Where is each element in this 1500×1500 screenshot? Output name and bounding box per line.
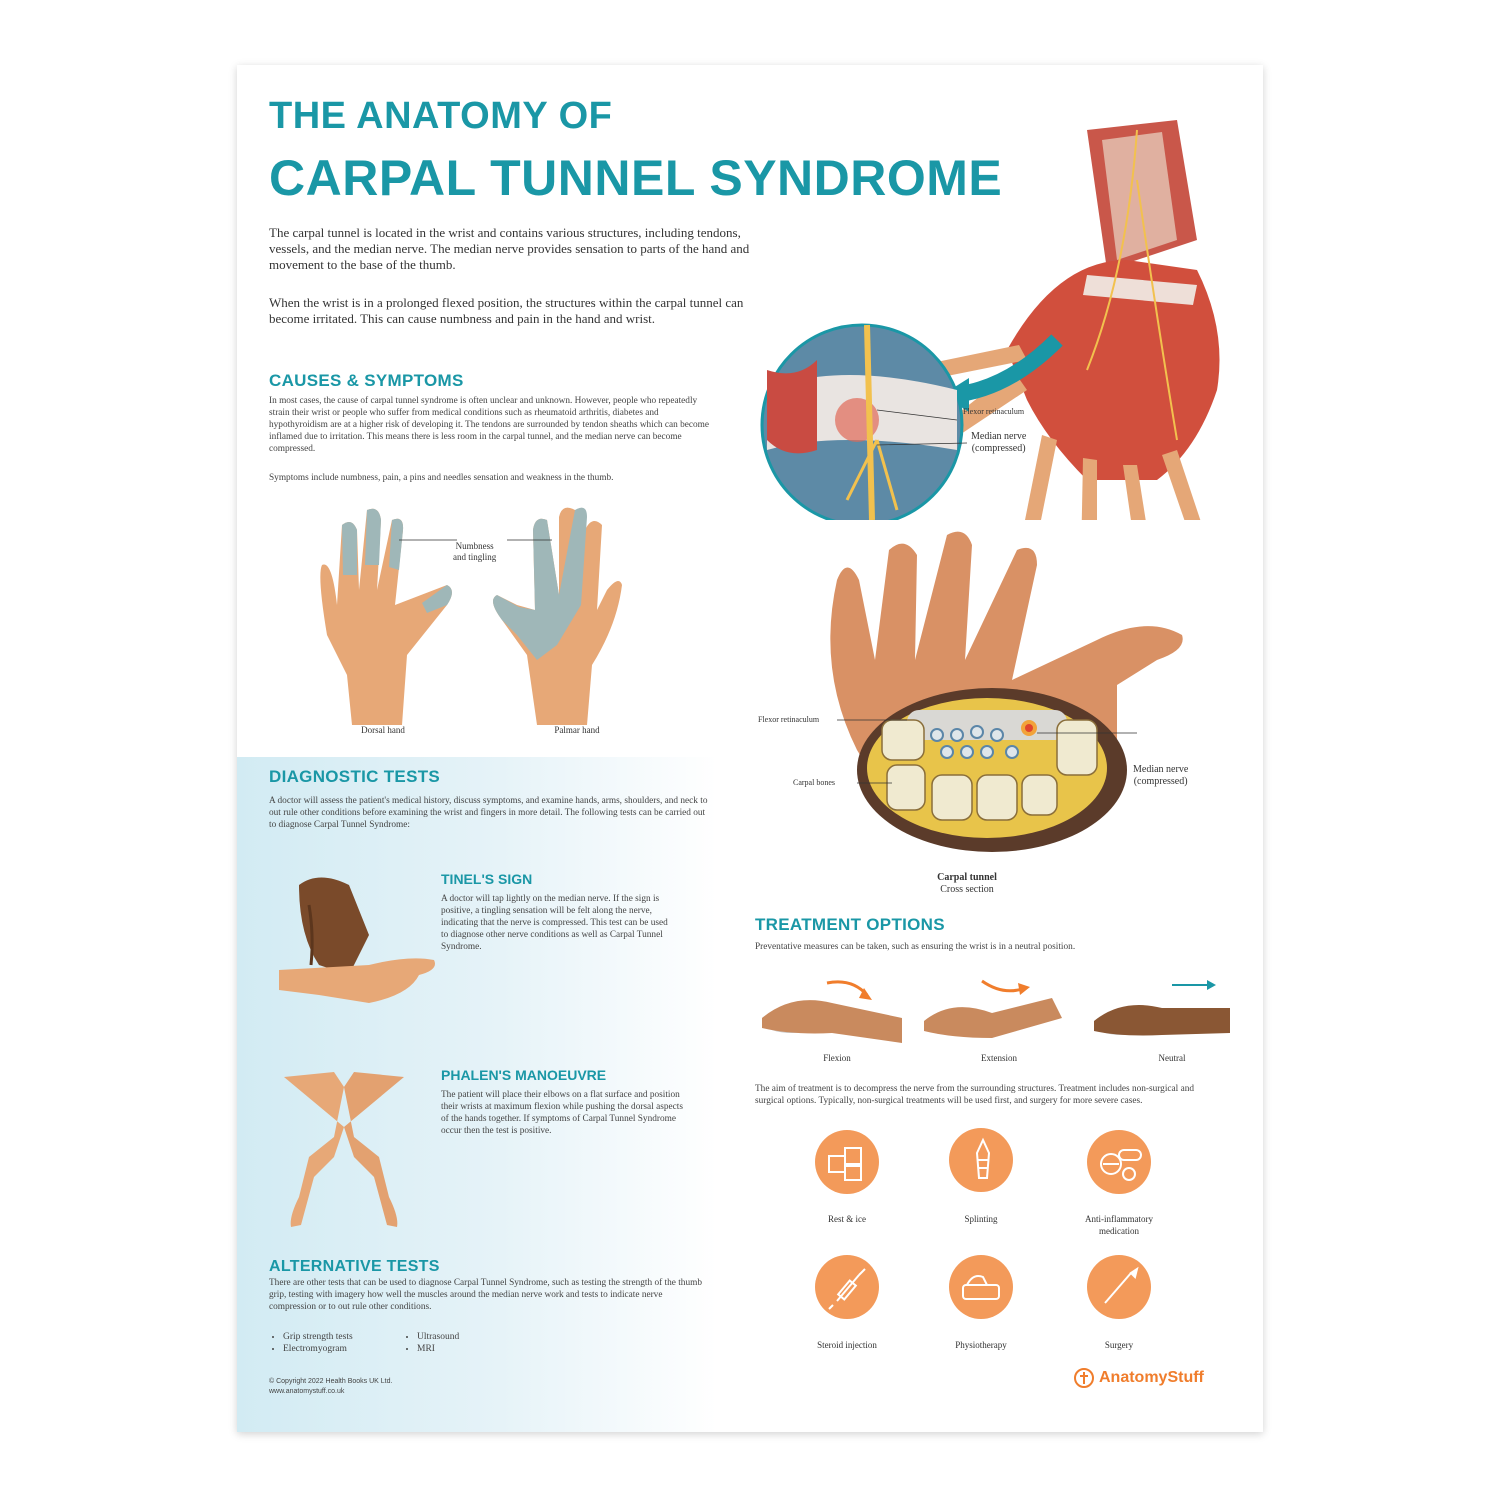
causes-heading: CAUSES & SYMPTOMS bbox=[269, 371, 464, 390]
splint-icon bbox=[949, 1128, 1013, 1192]
label-carpal-bones: Carpal bones bbox=[793, 778, 835, 787]
caption-rest-ice: Rest & ice bbox=[828, 1214, 866, 1224]
caption-dorsal-hand: Dorsal hand bbox=[361, 725, 405, 735]
scalpel-icon bbox=[1087, 1255, 1151, 1319]
treatment-intro: Preventative measures can be taken, such… bbox=[755, 942, 1076, 952]
symptoms-paragraph: Symptoms include numbness, pain, a pins … bbox=[269, 473, 614, 483]
caption-surgery: Surgery bbox=[1104, 1340, 1134, 1350]
carpal-tunnel-cross-section bbox=[830, 531, 1183, 852]
tinels-sign-heading: TINEL'S SIGN bbox=[441, 871, 533, 887]
title-line2: CARPAL TUNNEL SYNDROME bbox=[269, 150, 1003, 206]
label-median-nerve-cross-line1: Median nerve bbox=[1133, 764, 1189, 775]
copyright-text: © Copyright 2022 Health Books UK Ltd. bbox=[269, 1378, 393, 1385]
diagnostic-paragraph: A doctor will assess the patient's medic… bbox=[269, 796, 708, 830]
label-numbness-line2: and tingling bbox=[453, 552, 497, 562]
label-median-nerve-cross: Median nerve (compressed) bbox=[1133, 764, 1188, 788]
treatment-paragraph: The aim of treatment is to decompress th… bbox=[755, 1084, 1194, 1106]
list-item: Grip strength tests bbox=[283, 1331, 353, 1343]
numbness-hands-illustration bbox=[320, 507, 622, 725]
caption-extension: Extension bbox=[981, 1053, 1017, 1063]
alternative-list-col2: Ultrasound MRI bbox=[403, 1331, 459, 1355]
treatment-heading: TREATMENT OPTIONS bbox=[755, 915, 945, 934]
caption-flexion: Flexion bbox=[823, 1053, 851, 1063]
intro-paragraph-2: When the wrist is in a prolonged flexed … bbox=[269, 295, 744, 326]
pills-icon bbox=[1087, 1130, 1151, 1194]
label-median-nerve-top: Median nerve (compressed) bbox=[971, 431, 1026, 455]
label-numbness-line1: Numbness bbox=[455, 541, 494, 551]
alternative-list-col1: Grip strength tests Electromyogram bbox=[269, 1331, 353, 1355]
anatomystuff-logo-icon bbox=[1074, 1368, 1094, 1388]
label-median-nerve-line2: (compressed) bbox=[971, 443, 1026, 454]
alternative-heading: ALTERNATIVE TESTS bbox=[269, 1258, 440, 1275]
diagnostic-heading: DIAGNOSTIC TESTS bbox=[269, 767, 441, 786]
label-median-nerve-line1: Median nerve bbox=[971, 431, 1027, 442]
poster: THE ANATOMY OF CARPAL TUNNEL SYNDROME Th… bbox=[237, 65, 1263, 1432]
brand-logo: AnatomyStuff bbox=[1073, 1367, 1204, 1389]
caption-carpal-tunnel: Carpal tunnel bbox=[937, 872, 997, 883]
wrist-positions-illustration bbox=[762, 979, 1230, 1043]
syringe-icon bbox=[815, 1255, 879, 1319]
tinels-sign-illustration bbox=[279, 877, 435, 1003]
ice-cubes-icon bbox=[815, 1130, 879, 1194]
website-link[interactable]: www.anatomystuff.co.uk bbox=[269, 1388, 345, 1395]
caption-palmar-hand: Palmar hand bbox=[554, 725, 600, 735]
phalens-manoeuvre-illustration bbox=[284, 1072, 404, 1227]
list-item: Ultrasound bbox=[417, 1331, 459, 1343]
title-line1: THE ANATOMY OF bbox=[269, 95, 613, 137]
caption-splinting: Splinting bbox=[964, 1214, 998, 1224]
caption-physiotherapy: Physiotherapy bbox=[955, 1340, 1007, 1350]
wrist-anatomy-illustration bbox=[760, 120, 1220, 520]
caption-neutral: Neutral bbox=[1158, 1053, 1186, 1063]
causes-paragraph: In most cases, the cause of carpal tunne… bbox=[269, 396, 710, 454]
phalens-manoeuvre-text: The patient will place their elbows on a… bbox=[441, 1090, 683, 1136]
list-item: MRI bbox=[417, 1343, 459, 1355]
tinels-sign-text: A doctor will tap lightly on the median … bbox=[441, 894, 668, 952]
brand-name: AnatomyStuff bbox=[1099, 1369, 1204, 1386]
phalens-manoeuvre-heading: PHALEN'S MANOEUVRE bbox=[441, 1067, 607, 1083]
caption-anti-inflammatory: Anti-inflammatory medication bbox=[1085, 1214, 1153, 1236]
caption-steroid-injection: Steroid injection bbox=[817, 1340, 877, 1350]
list-item: Electromyogram bbox=[283, 1343, 353, 1355]
caption-cross-section: Cross section bbox=[940, 884, 994, 895]
intro-paragraph-1: The carpal tunnel is located in the wris… bbox=[269, 225, 750, 272]
label-flexor-retinaculum-top: Flexor retinaculum bbox=[963, 407, 1025, 416]
physio-hand-icon bbox=[949, 1255, 1013, 1319]
alternative-paragraph: There are other tests that can be used t… bbox=[269, 1278, 702, 1312]
label-numbness: Numbness and tingling bbox=[453, 541, 496, 563]
copyright-block: © Copyright 2022 Health Books UK Ltd. ww… bbox=[269, 1377, 392, 1397]
label-flexor-retinaculum-cross: Flexor retinaculum bbox=[758, 715, 820, 724]
label-median-nerve-cross-line2: (compressed) bbox=[1133, 776, 1188, 787]
